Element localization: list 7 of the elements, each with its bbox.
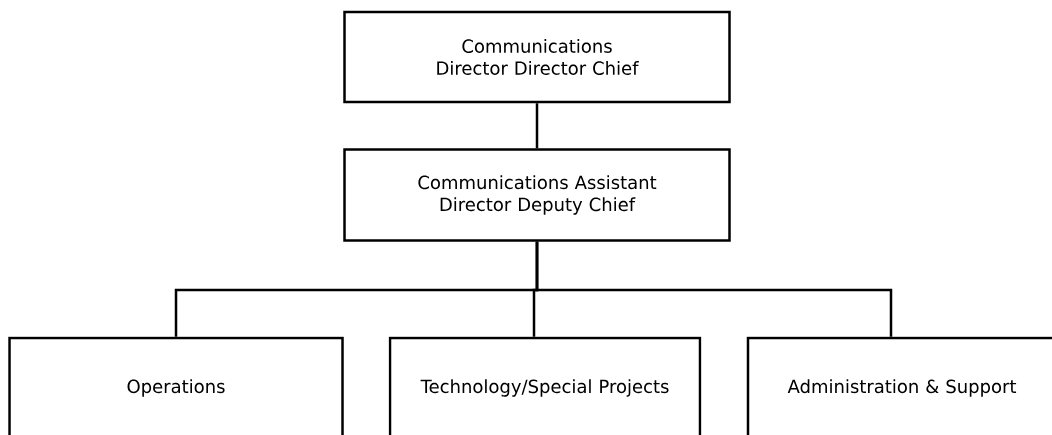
connector-line bbox=[535, 103, 539, 149]
org-box: Administration & Support bbox=[746, 336, 1052, 435]
org-box: Communications Assistant Director Deputy Chief bbox=[343, 148, 731, 242]
org-box: Operations bbox=[8, 336, 344, 435]
org-box: Technology/Special Projects bbox=[388, 336, 702, 435]
org-box: Communications Director Director Chief bbox=[343, 10, 731, 104]
connector-line bbox=[535, 241, 893, 337]
